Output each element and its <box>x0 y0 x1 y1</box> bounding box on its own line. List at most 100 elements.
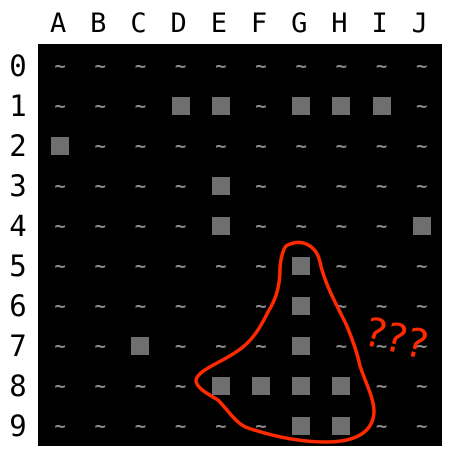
water-cell[interactable]: ~ <box>161 46 201 86</box>
water-cell[interactable]: ~ <box>80 286 120 326</box>
ship-cell[interactable] <box>161 86 201 126</box>
water-cell[interactable]: ~ <box>241 86 281 126</box>
ship-cell[interactable] <box>281 326 321 366</box>
water-cell[interactable]: ~ <box>80 46 120 86</box>
water-cell[interactable]: ~ <box>402 326 442 366</box>
water-cell[interactable]: ~ <box>80 246 120 286</box>
water-cell[interactable]: ~ <box>402 126 442 166</box>
water-cell[interactable]: ~ <box>241 326 281 366</box>
water-cell[interactable]: ~ <box>402 166 442 206</box>
ship-cell[interactable] <box>402 206 442 246</box>
water-cell[interactable]: ~ <box>321 326 361 366</box>
water-cell[interactable]: ~ <box>161 286 201 326</box>
water-cell[interactable]: ~ <box>362 406 402 446</box>
water-cell[interactable]: ~ <box>321 126 361 166</box>
water-cell[interactable]: ~ <box>120 166 160 206</box>
ship-cell[interactable] <box>120 326 160 366</box>
water-cell[interactable]: ~ <box>362 206 402 246</box>
water-cell[interactable]: ~ <box>80 166 120 206</box>
water-cell[interactable]: ~ <box>281 126 321 166</box>
water-cell[interactable]: ~ <box>321 246 361 286</box>
water-cell[interactable]: ~ <box>120 246 160 286</box>
ship-cell[interactable] <box>201 166 241 206</box>
ship-cell[interactable] <box>201 206 241 246</box>
water-cell[interactable]: ~ <box>402 86 442 126</box>
water-cell[interactable]: ~ <box>120 406 160 446</box>
water-cell[interactable]: ~ <box>201 46 241 86</box>
ship-cell[interactable] <box>362 86 402 126</box>
water-cell[interactable]: ~ <box>362 286 402 326</box>
ship-cell[interactable] <box>281 286 321 326</box>
ship-cell[interactable] <box>201 86 241 126</box>
water-cell[interactable]: ~ <box>40 166 80 206</box>
water-cell[interactable]: ~ <box>40 206 80 246</box>
water-cell[interactable]: ~ <box>281 166 321 206</box>
water-cell[interactable]: ~ <box>402 46 442 86</box>
water-cell[interactable]: ~ <box>321 46 361 86</box>
water-cell[interactable]: ~ <box>201 286 241 326</box>
water-cell[interactable]: ~ <box>161 366 201 406</box>
water-cell[interactable]: ~ <box>120 286 160 326</box>
ship-cell[interactable] <box>241 366 281 406</box>
water-cell[interactable]: ~ <box>241 206 281 246</box>
water-cell[interactable]: ~ <box>40 86 80 126</box>
water-cell[interactable]: ~ <box>362 126 402 166</box>
water-cell[interactable]: ~ <box>241 126 281 166</box>
water-cell[interactable]: ~ <box>80 326 120 366</box>
water-cell[interactable]: ~ <box>80 406 120 446</box>
water-cell[interactable]: ~ <box>402 246 442 286</box>
water-cell[interactable]: ~ <box>241 166 281 206</box>
water-cell[interactable]: ~ <box>40 366 80 406</box>
ship-cell[interactable] <box>40 126 80 166</box>
water-cell[interactable]: ~ <box>241 46 281 86</box>
water-cell[interactable]: ~ <box>241 286 281 326</box>
water-cell[interactable]: ~ <box>40 46 80 86</box>
water-cell[interactable]: ~ <box>321 166 361 206</box>
ship-cell[interactable] <box>281 406 321 446</box>
water-cell[interactable]: ~ <box>80 86 120 126</box>
water-cell[interactable]: ~ <box>120 366 160 406</box>
water-cell[interactable]: ~ <box>161 406 201 446</box>
water-cell[interactable]: ~ <box>40 326 80 366</box>
ship-cell[interactable] <box>281 366 321 406</box>
water-cell[interactable]: ~ <box>40 406 80 446</box>
water-cell[interactable]: ~ <box>362 166 402 206</box>
water-cell[interactable]: ~ <box>161 166 201 206</box>
water-cell[interactable]: ~ <box>362 366 402 406</box>
water-cell[interactable]: ~ <box>321 206 361 246</box>
water-cell[interactable]: ~ <box>161 246 201 286</box>
water-cell[interactable]: ~ <box>241 406 281 446</box>
water-cell[interactable]: ~ <box>161 126 201 166</box>
water-cell[interactable]: ~ <box>362 46 402 86</box>
water-cell[interactable]: ~ <box>120 46 160 86</box>
ship-cell[interactable] <box>201 366 241 406</box>
water-cell[interactable]: ~ <box>120 86 160 126</box>
water-cell[interactable]: ~ <box>120 206 160 246</box>
water-cell[interactable]: ~ <box>80 206 120 246</box>
water-cell[interactable]: ~ <box>201 326 241 366</box>
water-cell[interactable]: ~ <box>402 286 442 326</box>
ship-cell[interactable] <box>321 406 361 446</box>
water-cell[interactable]: ~ <box>362 246 402 286</box>
water-cell[interactable]: ~ <box>80 366 120 406</box>
water-cell[interactable]: ~ <box>201 126 241 166</box>
water-cell[interactable]: ~ <box>40 246 80 286</box>
water-cell[interactable]: ~ <box>120 126 160 166</box>
ship-cell[interactable] <box>281 86 321 126</box>
water-cell[interactable]: ~ <box>241 246 281 286</box>
ship-cell[interactable] <box>321 86 361 126</box>
water-cell[interactable]: ~ <box>201 406 241 446</box>
water-cell[interactable]: ~ <box>161 326 201 366</box>
water-cell[interactable]: ~ <box>321 286 361 326</box>
ship-cell[interactable] <box>281 246 321 286</box>
water-cell[interactable]: ~ <box>402 406 442 446</box>
water-cell[interactable]: ~ <box>80 126 120 166</box>
ship-cell[interactable] <box>321 366 361 406</box>
water-cell[interactable]: ~ <box>281 206 321 246</box>
water-cell[interactable]: ~ <box>402 366 442 406</box>
water-cell[interactable]: ~ <box>362 326 402 366</box>
water-cell[interactable]: ~ <box>161 206 201 246</box>
water-cell[interactable]: ~ <box>201 246 241 286</box>
water-cell[interactable]: ~ <box>281 46 321 86</box>
water-cell[interactable]: ~ <box>40 286 80 326</box>
